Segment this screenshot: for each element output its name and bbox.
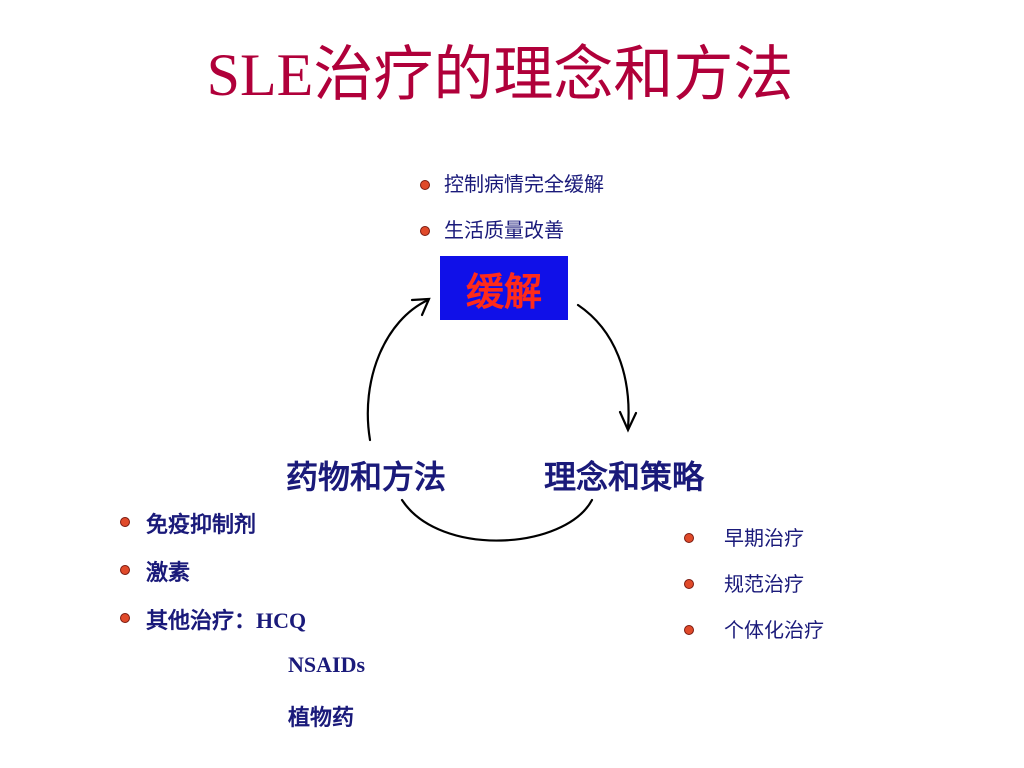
drug-label: 其他治疗：	[146, 608, 257, 634]
bullet-icon	[684, 533, 694, 543]
bullet-icon	[120, 565, 130, 575]
strategy-label: 早期治疗	[724, 526, 804, 550]
goal-label: 生活质量改善	[444, 218, 564, 242]
node-strategy: 理念和策略	[544, 458, 705, 496]
arrow-remission-to-strategy	[576, 303, 630, 430]
bullet-icon	[420, 226, 430, 236]
bullet-icon	[420, 180, 430, 190]
goal-list: 控制病情完全缓解 生活质量改善	[420, 168, 604, 260]
drug-label: 激素	[146, 560, 191, 586]
arrowhead-up-icon	[410, 297, 431, 317]
list-item: 早期治疗	[680, 520, 824, 566]
drug-value: HCQ	[256, 608, 307, 633]
arrowhead-down-icon	[618, 410, 638, 433]
arrow-strategy-to-drugs	[400, 498, 594, 542]
list-item: 激素	[120, 553, 306, 601]
drug-list: 免疫抑制剂 激素 其他治疗：HCQ	[120, 505, 306, 649]
page-title: SLE治疗的理念和方法	[206, 42, 794, 108]
strategy-list: 早期治疗 规范治疗 个体化治疗	[680, 520, 824, 658]
drug-label: 免疫抑制剂	[146, 512, 257, 538]
list-item: 其他治疗：HCQ	[120, 601, 306, 649]
node-drugs: 药物和方法	[286, 458, 447, 496]
bullet-icon	[684, 625, 694, 635]
remission-box: 缓解	[440, 256, 568, 320]
remission-label: 缓解	[465, 268, 542, 314]
drug-sub-item: 植物药	[288, 705, 355, 731]
list-item: 生活质量改善	[420, 214, 604, 260]
list-item: 控制病情完全缓解	[420, 168, 604, 214]
bullet-icon	[120, 613, 130, 623]
list-item: 规范治疗	[680, 566, 824, 612]
strategy-label: 个体化治疗	[724, 618, 824, 642]
bullet-icon	[684, 579, 694, 589]
arrow-drugs-to-remission	[366, 298, 430, 442]
list-item: 免疫抑制剂	[120, 505, 306, 553]
list-item: 个体化治疗	[680, 612, 824, 658]
goal-label: 控制病情完全缓解	[444, 172, 604, 196]
bullet-icon	[120, 517, 130, 527]
drug-sub-item: NSAIDs	[288, 652, 366, 677]
strategy-label: 规范治疗	[724, 572, 804, 596]
